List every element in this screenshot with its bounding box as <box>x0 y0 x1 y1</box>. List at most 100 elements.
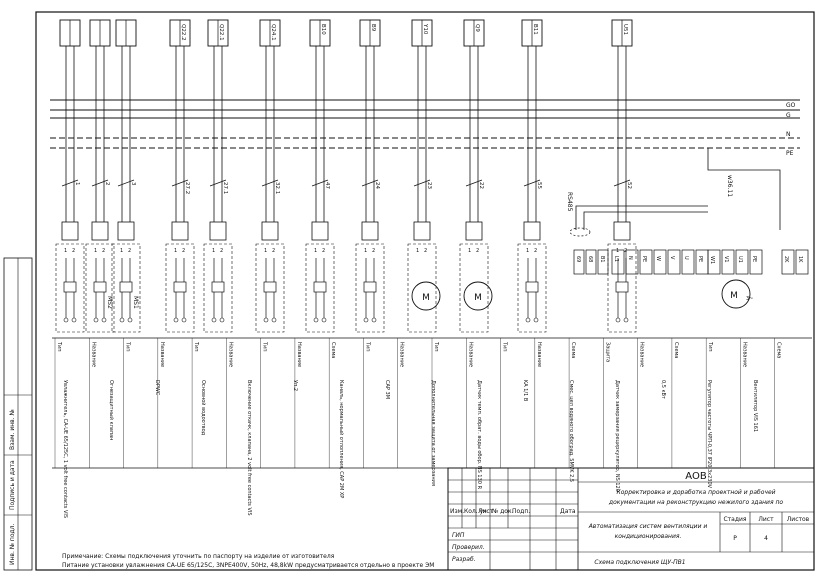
fan-terminal-label: U1 <box>737 256 743 263</box>
device-area <box>607 243 637 333</box>
table-header: Схема <box>673 342 679 358</box>
table-cell: Смес. цел водяного обоград. SMVK 2,5 <box>568 380 574 482</box>
terminal-label: 2 <box>182 248 185 254</box>
stage-value: Р <box>733 535 737 542</box>
terminal-label: 1 <box>94 248 97 254</box>
ext-terminal <box>795 249 809 275</box>
fan-terminal-label: V1 <box>723 256 729 263</box>
table-header: Название <box>90 342 96 367</box>
vfd-terminal <box>611 249 625 275</box>
terminal-label: 1 <box>616 248 619 254</box>
table-cell: Дополнительная защита от замерзания <box>430 380 436 486</box>
terminal-box <box>209 221 227 241</box>
vfd-terminal-label: W <box>655 256 661 261</box>
terminal-box <box>171 221 189 241</box>
vfd-terminal <box>653 249 667 275</box>
vfd-terminal-label: N <box>627 256 633 260</box>
terminal-box <box>91 221 109 241</box>
role-gip: ГИП <box>452 532 465 539</box>
table-header: Название <box>741 342 747 367</box>
terminal-dot <box>615 317 621 323</box>
terminal-dot <box>321 317 327 323</box>
table-cell: Уп.2 <box>292 380 298 391</box>
table-header: Название <box>467 342 473 367</box>
table-cell: 0,5 кВт <box>660 380 666 399</box>
terminal-label: 2 <box>272 248 275 254</box>
bus-label-go: GO <box>786 102 796 109</box>
table-cell: KA 1/1 B <box>522 380 528 402</box>
device-area <box>85 243 115 333</box>
terminal-label: 2 <box>476 248 479 254</box>
table-cell: Вентилятор VIS 161 <box>752 380 758 432</box>
rs-terminal <box>585 249 597 275</box>
table-header: Название <box>536 342 542 367</box>
side-stamp-replace: Взам. инв. № <box>9 409 16 450</box>
terminal-box <box>465 221 483 241</box>
terminal-dot <box>101 317 107 323</box>
sheet-title: Схема подключения ЩУ-ПВ1 <box>594 559 685 566</box>
terminal-label: 1 <box>314 248 317 254</box>
cable-tick <box>171 179 189 187</box>
vfd-terminal-label: PE <box>641 256 647 262</box>
component-table: Тип Название Тип Название Тип Название Тип Назв… <box>52 337 812 518</box>
terminal-dot <box>71 317 77 323</box>
terminal-label: 1 <box>364 248 367 254</box>
table-header: Название <box>399 342 405 367</box>
terminal-dot <box>363 317 369 323</box>
cable-number: 1 <box>74 182 80 186</box>
vfd-terminal-label: PE <box>697 256 703 262</box>
motor-label: M <box>422 293 430 303</box>
terminal-box <box>523 221 541 241</box>
role-checked: Проверил. <box>452 544 485 551</box>
device-symbol <box>211 281 225 293</box>
module-code: Q22.1 <box>218 24 224 41</box>
bus-label-n: N <box>786 131 791 138</box>
cable-tick <box>613 179 631 187</box>
table-cell: Огнезащитный клапан <box>108 380 115 440</box>
table-header: Тип <box>56 341 62 352</box>
device-area <box>355 243 385 333</box>
terminal-label: 1 <box>526 248 529 254</box>
terminal-label: 2 <box>128 248 131 254</box>
terminal-label: 1 <box>416 248 419 254</box>
module-code: Q22.2 <box>180 24 186 41</box>
module-code: B9 <box>370 24 376 32</box>
table-cell: Основной водоотвод <box>200 380 207 436</box>
device-area <box>111 243 141 333</box>
table-header: Тип <box>707 341 713 352</box>
fan-terminal <box>735 249 749 275</box>
role-author: Разраб. <box>452 556 476 563</box>
vfd-terminal <box>625 249 639 275</box>
terminal-box <box>117 221 135 241</box>
vfd-terminal <box>667 249 681 275</box>
cable-tick <box>311 179 329 187</box>
side-stamp: Инв. № подл. Подпись и дата Взам. инв. № <box>3 257 33 571</box>
terminal-label: 1 <box>64 248 67 254</box>
device-symbol <box>363 281 377 293</box>
table-header: Тип <box>364 341 370 352</box>
sheets-label: Листов <box>787 516 810 523</box>
cable-tick <box>91 179 109 187</box>
fan-terminal <box>721 249 735 275</box>
device-area <box>517 243 547 333</box>
cable-w36-label: w36.11 <box>726 175 733 197</box>
table-cell: Датчик темп. обрат. воды обор. NS 130 R <box>476 380 482 490</box>
terminal-dot <box>119 317 125 323</box>
module-code: Q24.1 <box>270 24 276 41</box>
rs-terminal <box>573 249 585 275</box>
table-header: Тип <box>433 341 439 352</box>
terminal-label: 2 <box>102 248 105 254</box>
terminal-dot <box>173 317 179 323</box>
col-sign: Подп. <box>512 508 530 515</box>
terminal-label: 2 <box>72 248 75 254</box>
fan-motor-phase: 3~ <box>746 296 753 302</box>
device-symbol <box>63 281 77 293</box>
device-area <box>305 243 335 333</box>
